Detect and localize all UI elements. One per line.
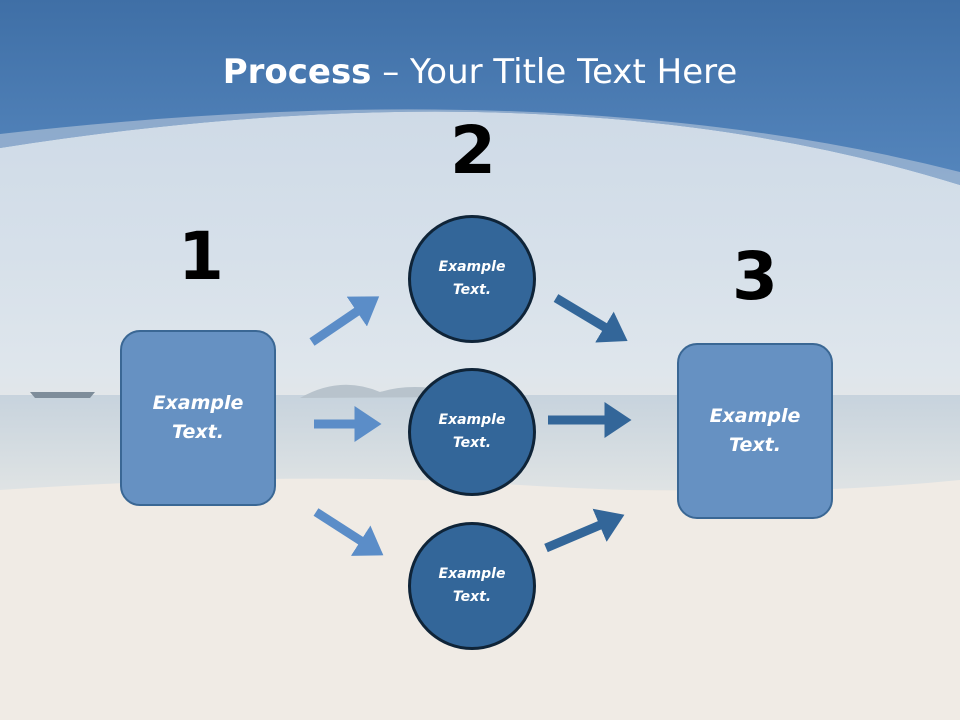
header-band — [0, 0, 960, 185]
step-2-circle-middle[interactable]: Example Text. — [408, 368, 536, 496]
step-3-box-label: Example Text. — [709, 405, 801, 456]
boat-silhouette — [30, 392, 95, 398]
arrow-1-to-top — [309, 296, 380, 346]
circle-bottom-label: Example Text. — [438, 566, 506, 605]
step-1-box[interactable]: Example Text. — [120, 330, 276, 506]
step-2-circle-top[interactable]: Example Text. — [408, 215, 536, 343]
circle-top-label: Example Text. — [438, 259, 506, 298]
step-number-2: 2 — [450, 112, 496, 189]
arrow-bottom-to-3 — [544, 508, 625, 553]
step-1-box-label: Example Text. — [152, 392, 244, 443]
step-3-box[interactable]: Example Text. — [677, 343, 833, 519]
slide-title: Process – Your Title Text Here — [0, 52, 960, 92]
arrow-1-to-bottom — [313, 508, 384, 556]
step-2-circle-bottom[interactable]: Example Text. — [408, 522, 536, 650]
circle-middle-label: Example Text. — [438, 412, 506, 451]
step-number-1: 1 — [178, 218, 224, 295]
title-rest: – Your Title Text Here — [371, 52, 738, 92]
title-bold: Process — [222, 52, 372, 92]
step-number-3: 3 — [732, 238, 778, 315]
header-swoosh — [0, 109, 960, 185]
arrow-top-to-3 — [553, 294, 628, 343]
